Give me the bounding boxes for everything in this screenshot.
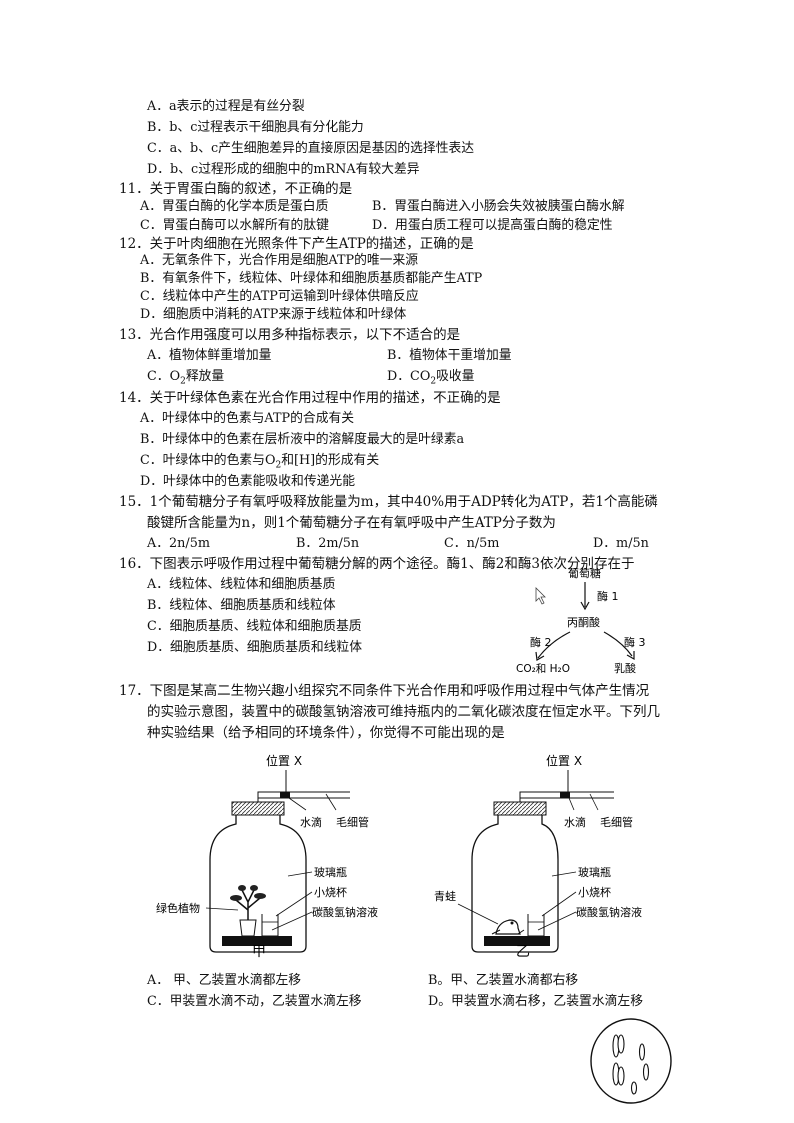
q12-stem: 12．关于叶肉细胞在光照条件下产生ATP的描述，正确的是 xyxy=(119,236,474,252)
q15-option-b: B．2m/5n xyxy=(296,536,360,551)
q17-stem-line3: 种实验结果（给予相同的环境条件），你觉得不可能出现的是 xyxy=(147,725,505,741)
q10-option-d: D．b、c过程形成的细胞中的mRNA有较大差异 xyxy=(147,162,420,177)
co2-h2o-label: CO₂和 H₂O xyxy=(516,663,570,675)
q15-option-c: C．n/5m xyxy=(444,536,500,551)
q13-option-c: C．O2释放量 xyxy=(147,369,225,387)
droplet-label: 水滴 xyxy=(564,815,586,829)
arrowhead-icon xyxy=(626,651,635,661)
q10-option-b: B．b、c过程表示干细胞具有分化能力 xyxy=(147,120,364,135)
stopper xyxy=(231,801,285,816)
q15-stem-line1: 15．1个葡萄糖分子有氧呼吸释放能量为m，其中40%用于ADP转化为ATP，若1… xyxy=(119,494,658,510)
q17-stem-line2: 的实验示意图，装置中的碳酸氢钠溶液可维持瓶内的二氧化碳浓度在恒定水平。下列几 xyxy=(147,704,660,720)
green-plant xyxy=(235,889,261,920)
q12-option-b: B．有氧条件下，线粒体、叶绿体和细胞质基质都能产生ATP xyxy=(140,271,483,286)
stopper xyxy=(493,801,547,816)
jar-yi: 位置 X 水滴 毛细管 玻璃瓶 小烧杯 碳酸氢钠溶液 青蛙 乙 xyxy=(434,753,642,960)
q11-option-b: B．胃蛋白酶进入小肠会失效被胰蛋白酶水解 xyxy=(372,199,625,214)
q17-stem-line1: 17．下图是某高二生物兴趣小组探究不同条件下光合作用和呼吸作用过程中气体产生情况 xyxy=(119,683,650,699)
cell-chromosome-figure xyxy=(590,1018,672,1104)
label-jia: 甲 xyxy=(252,944,266,960)
q13-option-b: B．植物体干重增加量 xyxy=(387,348,512,363)
solution-label: 碳酸氢钠溶液 xyxy=(312,905,378,919)
cell-outline xyxy=(590,1018,672,1104)
q16-option-a: A．线粒体、线粒体和细胞质基质 xyxy=(147,577,336,592)
q14-stem: 14．关于叶绿体色素在光合作用过程中作用的描述，不正确的是 xyxy=(119,390,501,406)
q12-option-d: D．细胞质中消耗的ATP来源于线粒体和叶绿体 xyxy=(140,307,407,322)
position-x-label: 位置 X xyxy=(546,753,582,768)
plant-label: 绿色植物 xyxy=(156,901,200,915)
jar-jia: 位置 X 水滴 毛细管 玻璃瓶 小烧杯 碳酸氢钠溶液 绿色植物 甲 xyxy=(156,753,378,960)
plant-pot xyxy=(239,919,257,937)
q13-option-d: D．CO2吸收量 xyxy=(387,369,475,387)
q12-option-c: C．线粒体中产生的ATP可运输到叶绿体供暗反应 xyxy=(140,289,419,304)
arrow-enzyme3 xyxy=(603,631,633,657)
q11-stem: 11．关于胃蛋白酶的叙述，不正确的是 xyxy=(119,181,353,197)
q11-option-a: A．胃蛋白酶的化学本质是蛋白质 xyxy=(140,199,329,214)
q17-option-c: C．甲装置水滴不动，乙装置水滴左移 xyxy=(147,994,362,1009)
glass-jar xyxy=(471,815,559,953)
q10-option-c: C．a、b、c产生细胞差异的直接原因是基因的选择性表达 xyxy=(147,141,475,156)
q15-stem-line2: 酸键所含能量为n，则1个葡萄糖分子在有氧呼吸中产生ATP分子数为 xyxy=(147,515,556,531)
enzyme2-label: 酶 2 xyxy=(530,636,552,649)
q14-option-d: D．叶绿体中的色素能吸收和传递光能 xyxy=(140,474,356,489)
base-pad xyxy=(484,936,550,946)
frog xyxy=(495,919,521,935)
capillary-label: 毛细管 xyxy=(600,815,633,829)
q13-option-a: A．植物体鲜重增加量 xyxy=(147,348,272,363)
arrowhead-icon xyxy=(535,651,545,661)
beaker-label: 小烧杯 xyxy=(578,885,611,899)
water-droplet xyxy=(560,792,570,798)
water-droplet xyxy=(280,792,290,798)
arrow-enzyme2 xyxy=(537,631,571,659)
base-pad xyxy=(222,936,292,946)
position-x-label: 位置 X xyxy=(266,753,302,768)
q10-option-a: A．a表示的过程是有丝分裂 xyxy=(147,99,305,114)
q14-option-c: C．叶绿体中的色素与O2和[H]的形成有关 xyxy=(140,453,380,471)
jar-label: 玻璃瓶 xyxy=(578,865,611,879)
q16-stem: 16．下图表示呼吸作用过程中葡萄糖分解的两个途径。酶1、酶2和酶3依次分别存在于 xyxy=(119,556,635,572)
q17-option-a: A． 甲、乙装置水滴都左移 xyxy=(147,973,302,988)
glucose-pathway-diagram: 葡萄糖 酶 1 丙酮酸 酶 2 酶 3 CO₂和 H₂O 乳酸 xyxy=(516,568,646,675)
arrowhead-icon xyxy=(580,601,590,611)
q15-option-a: A．2n/5m xyxy=(147,536,211,551)
q14-option-a: A．叶绿体中的色素与ATP的合成有关 xyxy=(140,411,355,426)
q11-option-d: D．用蛋白质工程可以提高蛋白酶的稳定性 xyxy=(372,218,613,233)
solution-label: 碳酸氢钠溶液 xyxy=(576,905,642,919)
lactic-acid-label: 乳酸 xyxy=(614,661,636,675)
small-beaker xyxy=(527,914,545,937)
enzyme1-label: 酶 1 xyxy=(597,590,619,603)
q16-option-b: B．线粒体、细胞质基质和线粒体 xyxy=(147,598,336,613)
enzyme3-label: 酶 3 xyxy=(624,636,646,649)
beaker-label: 小烧杯 xyxy=(314,885,347,899)
experiment-apparatus-figure: 位置 X 水滴 毛细管 玻璃瓶 小烧杯 碳酸氢钠溶液 绿色植物 甲 位置 X xyxy=(156,753,642,960)
q17-option-d: D。甲装置水滴右移，乙装置水滴左移 xyxy=(428,994,644,1009)
q17-option-b: B。甲、乙装置水滴都右移 xyxy=(428,973,579,988)
frog-label: 青蛙 xyxy=(434,890,456,903)
q13-stem: 13．光合作用强度可以用多种指标表示，以下不适合的是 xyxy=(119,327,461,343)
jar-label: 玻璃瓶 xyxy=(314,865,347,879)
q14-option-b: B．叶绿体中的色素在层析液中的溶解度最大的是叶绿素a xyxy=(140,432,465,447)
chromosomes xyxy=(612,1034,650,1095)
q16-option-c: C．细胞质基质、线粒体和细胞质基质 xyxy=(147,619,362,634)
capillary-label: 毛细管 xyxy=(336,815,369,829)
q12-option-a: A．无氧条件下，光合作用是细胞ATP的唯一来源 xyxy=(140,253,419,268)
small-beaker xyxy=(261,914,279,937)
q16-option-d: D．细胞质基质、细胞质基质和线粒体 xyxy=(147,640,363,655)
pyruvate-label: 丙酮酸 xyxy=(567,615,600,629)
mouse-cursor-icon xyxy=(535,587,546,605)
droplet-label: 水滴 xyxy=(300,815,322,829)
glass-jar xyxy=(209,815,307,953)
glucose-label: 葡萄糖 xyxy=(568,568,601,580)
q11-option-c: C．胃蛋白酶可以水解所有的肽键 xyxy=(140,218,329,233)
capillary-tube xyxy=(257,791,350,802)
label-yi: 乙 xyxy=(516,944,530,960)
q15-option-d: D．m/5n xyxy=(593,536,649,551)
